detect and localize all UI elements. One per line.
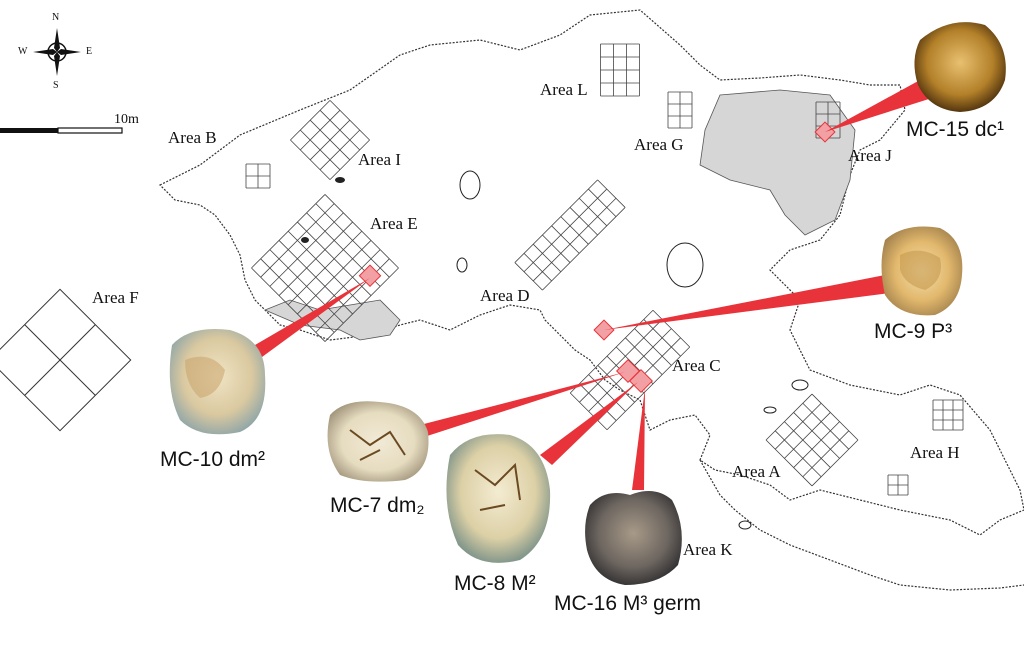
- tooth-mc10-image: [169, 329, 266, 435]
- pointer-mc7: [420, 372, 625, 437]
- specimen-mc7-label: MC-7 dm₂: [330, 494, 425, 517]
- area-j-label: Area J: [848, 146, 892, 165]
- rock-feature: [301, 237, 309, 243]
- rock-feature: [791, 379, 809, 391]
- rock-feature: [666, 242, 704, 288]
- pointer-mc8: [540, 382, 638, 465]
- area-h-label: Area H: [910, 443, 960, 462]
- area-a-label: Area A: [732, 462, 781, 481]
- specimen-mc15-label: MC-15 dc¹: [906, 118, 1005, 141]
- area-i-label: Area I: [358, 150, 401, 169]
- pointer-lines: [255, 80, 932, 490]
- grid-area-h: [932, 399, 964, 431]
- specimen-mc9-label: MC-9 P³: [874, 320, 953, 343]
- find-square-mc10: [358, 264, 382, 288]
- area-b-label: Area B: [168, 128, 217, 147]
- area-f-label: Area F: [92, 288, 139, 307]
- tooth-mc15-image: [914, 22, 1006, 113]
- grid-area-l: [600, 43, 640, 97]
- specimen-mc10-label: MC-10 dm²: [160, 448, 266, 471]
- pointer-mc15: [825, 80, 932, 132]
- tooth-mc7-image: [327, 401, 429, 482]
- scale-bar: [0, 127, 123, 134]
- compass-east-label: E: [86, 46, 93, 57]
- cave-outline: [158, 9, 1024, 536]
- area-l-label: Area L: [540, 80, 588, 99]
- rock-feature: [459, 170, 481, 200]
- grid-area-d: [514, 179, 626, 291]
- grid-area-i: [290, 100, 370, 180]
- tooth-mc8-image: [446, 434, 551, 563]
- grid-area-g: [667, 91, 693, 129]
- area-d-label: Area D: [480, 286, 530, 305]
- area-j-shaded-zone: [699, 89, 856, 236]
- grid-area-h-south: [887, 474, 909, 496]
- compass-south-label: S: [53, 80, 59, 91]
- grid-area-a: [765, 393, 859, 487]
- area-g-label: Area G: [634, 135, 684, 154]
- area-c-label: Area C: [672, 356, 721, 375]
- compass-north-label: N: [52, 12, 60, 23]
- area-k-label: Area K: [683, 540, 733, 559]
- rock-feature: [763, 406, 777, 414]
- grid-area-b: [245, 163, 271, 189]
- compass-west-label: W: [18, 46, 28, 57]
- rock-feature: [738, 520, 752, 530]
- compass-rose-icon: [33, 28, 81, 76]
- area-f-grid: [0, 288, 132, 432]
- tooth-mc9-image: [881, 226, 963, 316]
- pointer-mc10: [255, 278, 370, 357]
- area-e-shaded-zone: [263, 299, 401, 341]
- cave-outline-south: [699, 459, 1024, 591]
- pointer-mc9: [604, 275, 890, 330]
- scale-label: 10m: [114, 112, 139, 127]
- rock-feature: [456, 257, 468, 273]
- specimen-mc8-label: MC-8 M²: [454, 572, 536, 595]
- tooth-mc16-image: [585, 491, 682, 585]
- rock-feature: [335, 177, 345, 183]
- find-square-mc8: [628, 368, 654, 394]
- specimen-mc16-label: MC-16 M³ germ: [554, 592, 702, 615]
- pointer-mc16: [632, 388, 645, 490]
- area-e-label: Area E: [370, 214, 418, 233]
